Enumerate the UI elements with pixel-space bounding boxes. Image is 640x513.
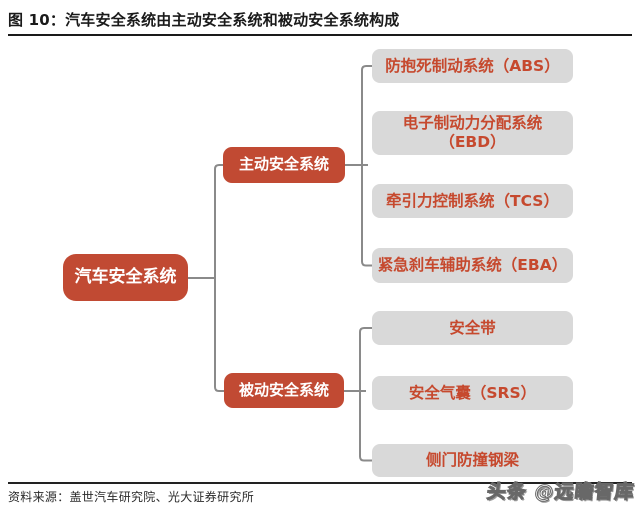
watermark-toutiao-yuanzhan: 头条 @远瞻智库 [486, 481, 637, 504]
node-root-auto-safety-system: 汽车安全系统 [63, 254, 188, 301]
leaf-ebd-system: 电子制动力分配系统 （EBD） [372, 111, 573, 155]
title-divider [8, 34, 632, 36]
leaf-seat-belt: 安全带 [372, 311, 573, 345]
leaf-tcs-system: 牵引力控制系统（TCS） [372, 184, 573, 218]
source-note: 资料来源：盖世汽车研究院、光大证券研究所 [8, 490, 255, 504]
figure-title: 图 10：汽车安全系统由主动安全系统和被动安全系统构成 [8, 11, 400, 29]
leaf-eba-system: 紧急刹车辅助系统（EBA） [372, 248, 573, 283]
leaf-airbag-srs: 安全气囊（SRS） [372, 376, 573, 410]
leaf-abs-system: 防抱死制动系统（ABS） [372, 49, 573, 83]
footer-divider [8, 482, 632, 484]
leaf-side-impact-beam: 侧门防撞钢梁 [372, 444, 573, 477]
node-active-safety-branch: 主动安全系统 [223, 147, 345, 183]
node-passive-safety-branch: 被动安全系统 [224, 373, 344, 408]
